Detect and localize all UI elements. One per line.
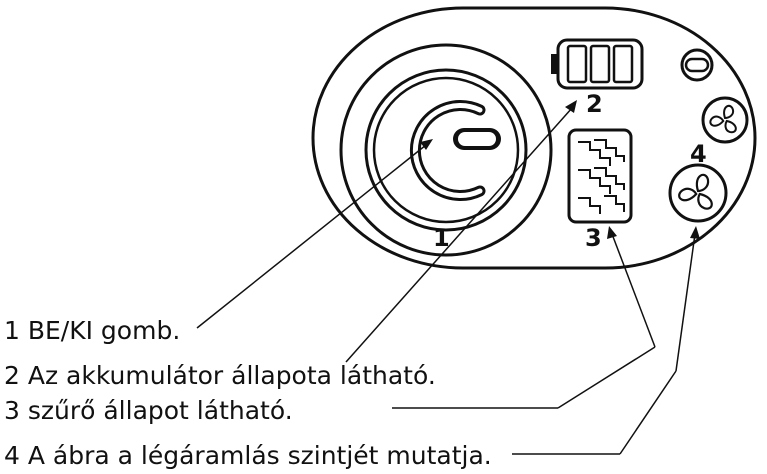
callout-number-3: 3 — [585, 224, 602, 252]
power-button[interactable] — [339, 43, 553, 257]
legend-line-3: 3 szűrő állapot látható. — [4, 396, 293, 425]
leader-line-4 — [512, 226, 700, 455]
legend-line-2: 2 Az akkumulátor állapota látható. — [4, 361, 436, 390]
filter-icon — [567, 128, 633, 224]
leader-line-2 — [345, 100, 577, 363]
fan-icon — [668, 163, 728, 223]
callout-number-4: 4 — [690, 140, 707, 168]
callout-number-1: 1 — [433, 224, 450, 252]
legend-line-4: 4 A ábra a légáramlás szintjét mutatja. — [4, 441, 492, 470]
power-button-ring — [364, 68, 528, 232]
battery-icon — [551, 38, 644, 90]
leader-line-1 — [196, 139, 433, 329]
panel-outline — [311, 6, 757, 270]
power-button-outer-ring — [339, 43, 553, 257]
leader-line-3 — [392, 226, 656, 409]
legend-line-1: 1 BE/KI gomb. — [4, 316, 180, 345]
power-button-icon — [409, 100, 501, 201]
power-button-inner-ring — [372, 76, 520, 224]
callout-number-2: 2 — [586, 90, 603, 118]
mode-icon — [680, 48, 714, 82]
fan-icon — [701, 96, 749, 144]
